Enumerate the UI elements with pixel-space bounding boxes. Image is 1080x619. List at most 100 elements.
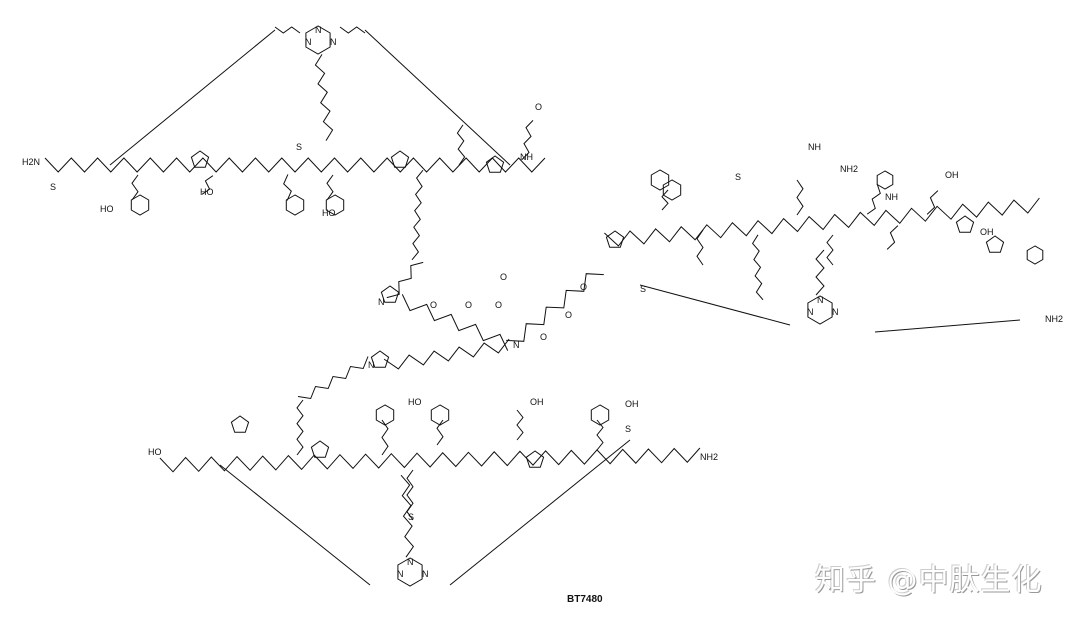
side-chain bbox=[436, 419, 444, 446]
side-chain bbox=[661, 189, 669, 211]
side-chain bbox=[131, 174, 139, 201]
linker bbox=[297, 356, 369, 400]
atom-label: N bbox=[807, 307, 814, 317]
atom-label: OH bbox=[945, 170, 959, 180]
atom-label: H2N bbox=[22, 157, 40, 167]
atom-label: O bbox=[465, 300, 472, 310]
cyclization-bond bbox=[639, 284, 791, 326]
side-chain bbox=[326, 174, 334, 201]
atom-label: HO bbox=[100, 204, 114, 214]
proline-ring bbox=[190, 150, 210, 168]
side-chain bbox=[926, 190, 939, 215]
atom-label: NH2 bbox=[840, 164, 858, 174]
scaffold-arm bbox=[314, 54, 334, 141]
side-chain bbox=[381, 419, 389, 456]
proline-ring bbox=[230, 415, 250, 433]
atom-label: S bbox=[50, 182, 56, 192]
triazole-ring bbox=[370, 350, 390, 368]
atom-label: OH bbox=[530, 397, 544, 407]
side-chain bbox=[411, 169, 424, 261]
side-chain bbox=[696, 229, 704, 266]
phenyl-ring bbox=[430, 404, 450, 426]
backbone-top bbox=[44, 157, 546, 173]
atom-label: O bbox=[500, 272, 507, 282]
atom-label: O bbox=[580, 282, 587, 292]
atom-label: HO bbox=[148, 447, 162, 457]
atom-label: N bbox=[378, 297, 385, 307]
atom-label: N bbox=[330, 37, 337, 47]
triazole-ring bbox=[380, 285, 400, 303]
backbone-bottom bbox=[159, 447, 701, 473]
atom-label: NH bbox=[885, 192, 898, 202]
atom-label: N bbox=[513, 340, 520, 350]
phenyl-ring bbox=[130, 194, 150, 216]
cyclization-bond bbox=[364, 29, 511, 166]
atom-label: N bbox=[397, 569, 404, 579]
naphthyl-ring bbox=[650, 169, 670, 191]
triazine-ring bbox=[397, 557, 423, 587]
peg-chain bbox=[401, 294, 509, 351]
indole-ring bbox=[1026, 245, 1044, 265]
atom-label: N bbox=[422, 569, 429, 579]
phenyl-ring bbox=[375, 404, 395, 426]
triazine-ring bbox=[807, 295, 833, 325]
atom-label: HO bbox=[322, 208, 336, 218]
side-chain bbox=[521, 120, 534, 160]
indole-ring bbox=[876, 170, 894, 190]
atom-label: N bbox=[817, 295, 824, 305]
scaffold-arm bbox=[815, 249, 825, 296]
watermark: 知乎 @中肽生化 bbox=[815, 563, 1043, 598]
phenyl-ring bbox=[285, 194, 305, 216]
atom-label: O bbox=[495, 300, 502, 310]
phenyl-ring bbox=[590, 404, 610, 426]
side-chain bbox=[796, 179, 804, 216]
atom-label: N bbox=[305, 37, 312, 47]
side-chain bbox=[283, 174, 292, 201]
cyclization-bond bbox=[449, 439, 631, 586]
proline-ring bbox=[985, 235, 1005, 253]
atom-label: S bbox=[625, 424, 631, 434]
atom-label: HO bbox=[200, 187, 214, 197]
atom-label: S bbox=[640, 284, 646, 294]
side-chain bbox=[516, 409, 524, 441]
atom-label: N bbox=[407, 557, 414, 567]
proline-ring bbox=[605, 230, 625, 248]
compound-label: BT7480 bbox=[567, 594, 603, 605]
scaffold-arm bbox=[339, 26, 366, 34]
atom-label: S bbox=[735, 172, 741, 182]
proline-ring bbox=[955, 215, 975, 233]
atom-label: N bbox=[832, 307, 839, 317]
atom-label: S bbox=[296, 142, 302, 152]
atom-label: OH bbox=[980, 227, 994, 237]
proline-ring bbox=[525, 450, 545, 468]
atom-label: NH2 bbox=[700, 452, 718, 462]
atom-label: O bbox=[540, 332, 547, 342]
scaffold-arm bbox=[274, 26, 301, 34]
atom-label: N bbox=[315, 25, 322, 35]
atom-label: NH2 bbox=[1045, 314, 1063, 324]
side-chain bbox=[866, 183, 881, 215]
atom-label: O bbox=[430, 300, 437, 310]
linker bbox=[386, 261, 424, 299]
peg-chain bbox=[506, 273, 604, 342]
side-chain bbox=[886, 225, 899, 250]
side-chain bbox=[456, 124, 466, 166]
backbone-right bbox=[604, 197, 1040, 247]
proline-ring bbox=[310, 440, 330, 458]
proline-ring bbox=[390, 150, 410, 168]
side-chain bbox=[296, 399, 304, 456]
atom-label: S bbox=[408, 512, 414, 522]
atom-label: NH bbox=[808, 142, 821, 152]
atom-label: N bbox=[368, 360, 375, 370]
triazine-ring bbox=[305, 25, 331, 55]
phenyl-ring bbox=[325, 194, 345, 216]
atom-label: OH bbox=[625, 399, 639, 409]
side-chain bbox=[201, 175, 214, 195]
atom-label: HO bbox=[408, 397, 422, 407]
cyclization-bond bbox=[874, 319, 1021, 333]
side-chain bbox=[826, 234, 834, 266]
cyclization-bond bbox=[109, 29, 276, 166]
naphthyl-ring bbox=[662, 179, 682, 201]
